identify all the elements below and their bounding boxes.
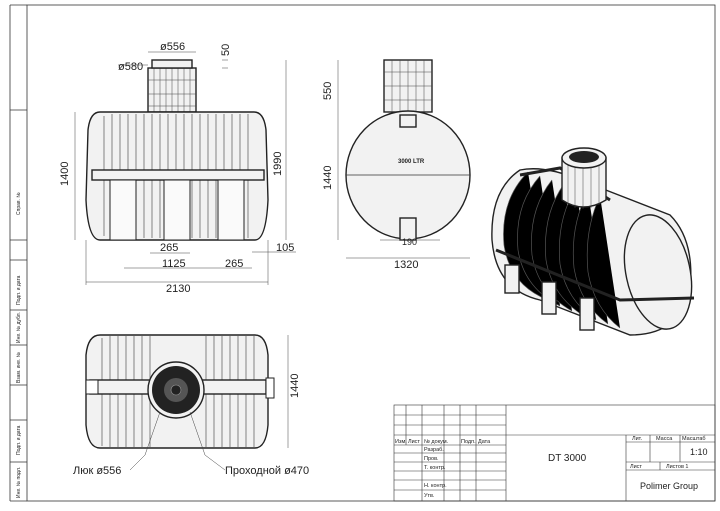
tb-row-prov: Пров.: [424, 456, 439, 462]
tb-col-podp: Подп.: [461, 439, 476, 445]
callout-hatch: Люк ø556: [73, 465, 121, 477]
tb-scale-value: 1:10: [690, 447, 708, 457]
margin-label-sprav: Справ. №: [16, 192, 22, 215]
dim-d550: 550: [322, 82, 334, 100]
dim-d265-outer: 265: [225, 258, 243, 270]
tb-company: Polimer Group: [640, 481, 698, 491]
tb-sheet-label: Лист: [630, 464, 642, 470]
dim-d1400: 1400: [59, 162, 71, 186]
title-block: [393, 404, 716, 502]
dim-d2130: 2130: [166, 283, 190, 295]
dim-d1990: 1990: [272, 152, 284, 176]
isometric-view: [491, 147, 695, 336]
dim-d265-inner: 265: [160, 242, 178, 254]
top-view: 1440 Люк ø556 Проходной ø470: [73, 334, 309, 477]
tb-sheets-label: Листов 1: [666, 464, 688, 470]
dim-d556-top: ø556: [160, 41, 185, 53]
margin-label-inv-dubl: Инв. № дубл.: [16, 312, 22, 343]
front-view: ø556 ø580 50 1400 1990 265 1125 265 105 …: [59, 41, 296, 295]
side-view: 3000 LTR 550 1440 190 1320: [322, 59, 471, 271]
tb-row-razrab: Разраб.: [424, 447, 444, 453]
tb-col-list: Лист: [408, 439, 420, 445]
margin-label-podp-1: Подп. и дата: [16, 275, 22, 305]
tb-mass-label: Масса: [656, 436, 673, 442]
dim-d50: 50: [220, 44, 232, 56]
sheet-frame: [26, 4, 716, 502]
dim-d105: 105: [276, 242, 294, 254]
dim-d1125: 1125: [162, 258, 186, 270]
margin-label-podp-2: Подп. и дата: [16, 425, 22, 455]
dim-d1440-top: 1440: [289, 374, 301, 398]
margin-label-inv-podl: Инв. № подл.: [16, 467, 22, 498]
tb-lit-label: Лит.: [632, 436, 643, 442]
tb-col-date: Дата: [478, 439, 491, 445]
dim-d580: ø580: [118, 61, 143, 73]
dim-d1440-side: 1440: [322, 166, 334, 190]
tb-col-izm: Изм.: [395, 439, 407, 445]
tank-label: 3000 LTR: [398, 159, 425, 165]
tb-row-tkontr: Т. контр.: [424, 465, 446, 471]
dim-d190: 190: [402, 237, 417, 247]
margin-label-vzam: Взам. инв. №: [16, 352, 22, 383]
tb-designation: DT 3000: [548, 453, 587, 464]
tb-row-nkontr: Н. контр.: [424, 483, 447, 489]
tb-row-utv: Утв.: [424, 493, 435, 499]
dim-d1320: 1320: [394, 259, 418, 271]
callout-passage: Проходной ø470: [225, 465, 309, 477]
tb-scale-label: Масштаб: [682, 436, 706, 442]
tb-col-doc: № докум.: [424, 439, 449, 445]
